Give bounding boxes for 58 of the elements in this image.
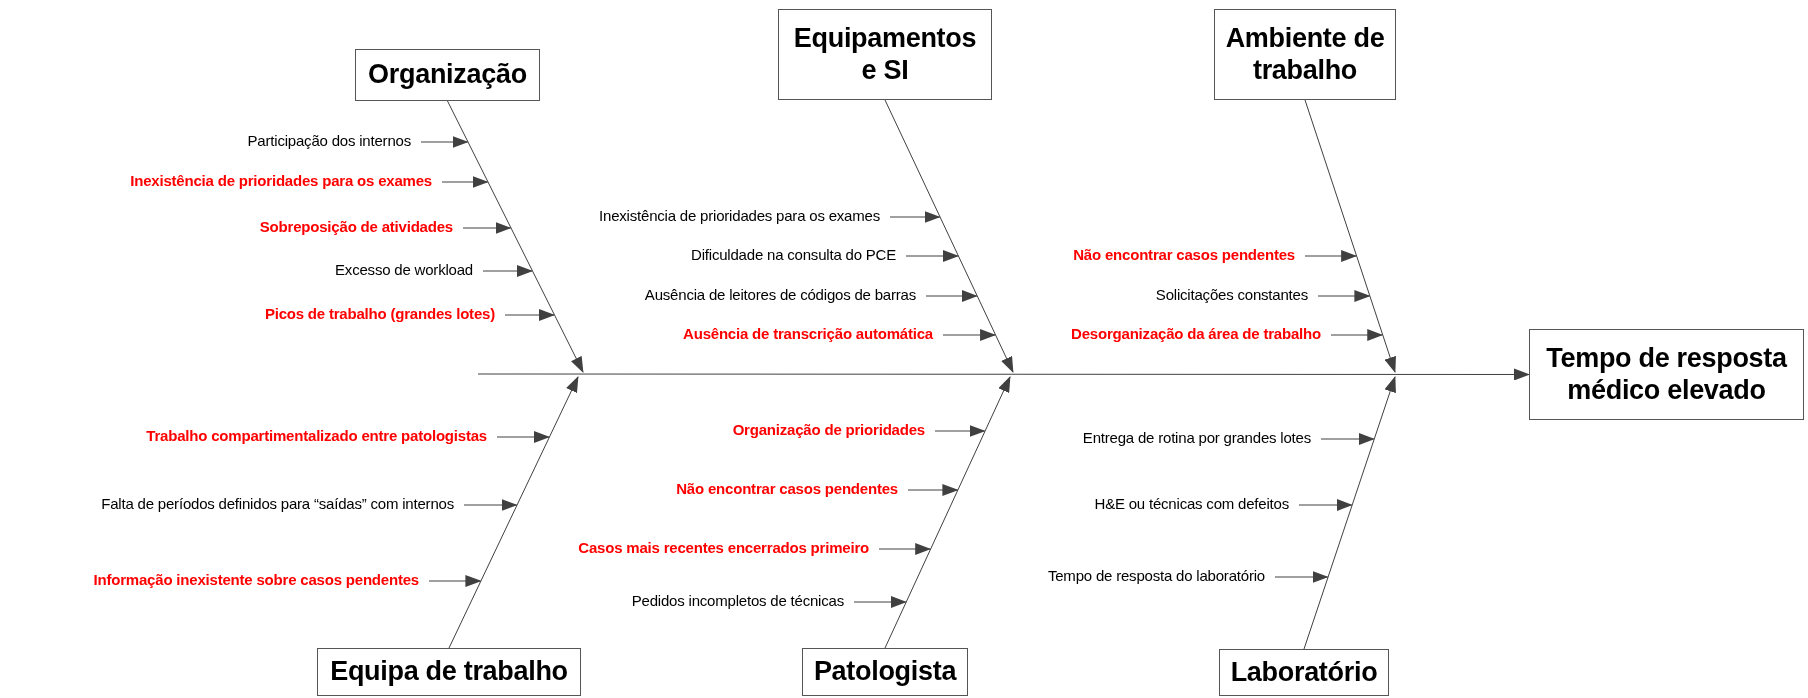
category-box: Equipamentos e SI	[778, 9, 992, 100]
arrow	[504, 309, 555, 321]
cause-label: Ausência de transcrição automática	[683, 326, 933, 342]
bone-arrow	[1304, 99, 1396, 373]
cause-label: Informação inexistente sobre casos pendentes	[93, 572, 419, 588]
arrow	[420, 136, 469, 148]
category-box: Equipa de trabalho	[317, 648, 581, 696]
arrow	[1317, 290, 1371, 302]
arrow	[907, 484, 959, 496]
effect-box: Tempo de resposta médico elevado	[1529, 329, 1804, 420]
arrow	[942, 329, 997, 341]
cause-label: Casos mais recentes encerrados primeiro	[578, 540, 869, 556]
cause-label: Não encontrar casos pendentes	[1073, 247, 1295, 263]
cause-label: Participação dos internos	[247, 133, 411, 149]
arrow	[1304, 250, 1358, 262]
cause-label: Dificuldade na consulta do PCE	[691, 247, 896, 263]
arrow	[925, 290, 978, 302]
cause-label: Trabalho compartimentalizado entre patologistas	[146, 428, 487, 444]
cause-label: Organização de prioridades	[732, 422, 925, 438]
cause-label: Inexistência de prioridades para os exames	[599, 208, 880, 224]
cause-label: Entrega de rotina por grandes lotes	[1082, 430, 1311, 446]
arrow	[463, 499, 518, 511]
arrow	[496, 431, 550, 443]
cause-label: Inexistência de prioridades para os exames	[130, 173, 432, 189]
arrow	[878, 543, 932, 555]
cause-label: Ausência de leitores de códigos de barras	[644, 287, 916, 303]
arrow	[428, 575, 482, 587]
category-box: Ambiente de trabalho	[1214, 9, 1396, 100]
arrow	[934, 425, 986, 437]
arrow	[1298, 499, 1353, 511]
category-box: Laboratório	[1219, 649, 1389, 696]
spine-arrow	[477, 368, 1530, 381]
cause-label: Tempo de resposta do laboratório	[1047, 568, 1265, 584]
bone-arrow	[447, 100, 584, 373]
bone-arrow	[1303, 376, 1396, 650]
arrow	[853, 596, 907, 608]
arrow	[1330, 329, 1384, 341]
arrow	[1274, 571, 1329, 583]
cause-label: Sobreposição de atividades	[259, 219, 453, 235]
category-box: Patologista	[802, 648, 968, 696]
cause-label: Excesso de workload	[335, 262, 473, 278]
bone-arrow	[884, 99, 1014, 373]
bone-arrow	[448, 376, 579, 649]
cause-label: H&E ou técnicas com defeitos	[1094, 496, 1289, 512]
cause-label: Pedidos incompletos de técnicas	[631, 593, 844, 609]
arrow	[482, 265, 533, 277]
cause-label: Não encontrar casos pendentes	[676, 481, 898, 497]
arrow	[905, 250, 959, 262]
cause-label: Desorganização da área de trabalho	[1071, 326, 1321, 342]
cause-label: Solicitações constantes	[1155, 287, 1308, 303]
arrow	[889, 211, 941, 223]
category-box: Organização	[355, 49, 540, 101]
cause-label: Falta de períodos definidos para “saídas” com internos	[101, 496, 454, 512]
cause-label: Picos de trabalho (grandes lotes)	[264, 306, 495, 322]
arrow	[441, 176, 489, 188]
bone-arrow	[884, 376, 1011, 649]
arrow	[1320, 433, 1375, 445]
arrow	[462, 222, 512, 234]
